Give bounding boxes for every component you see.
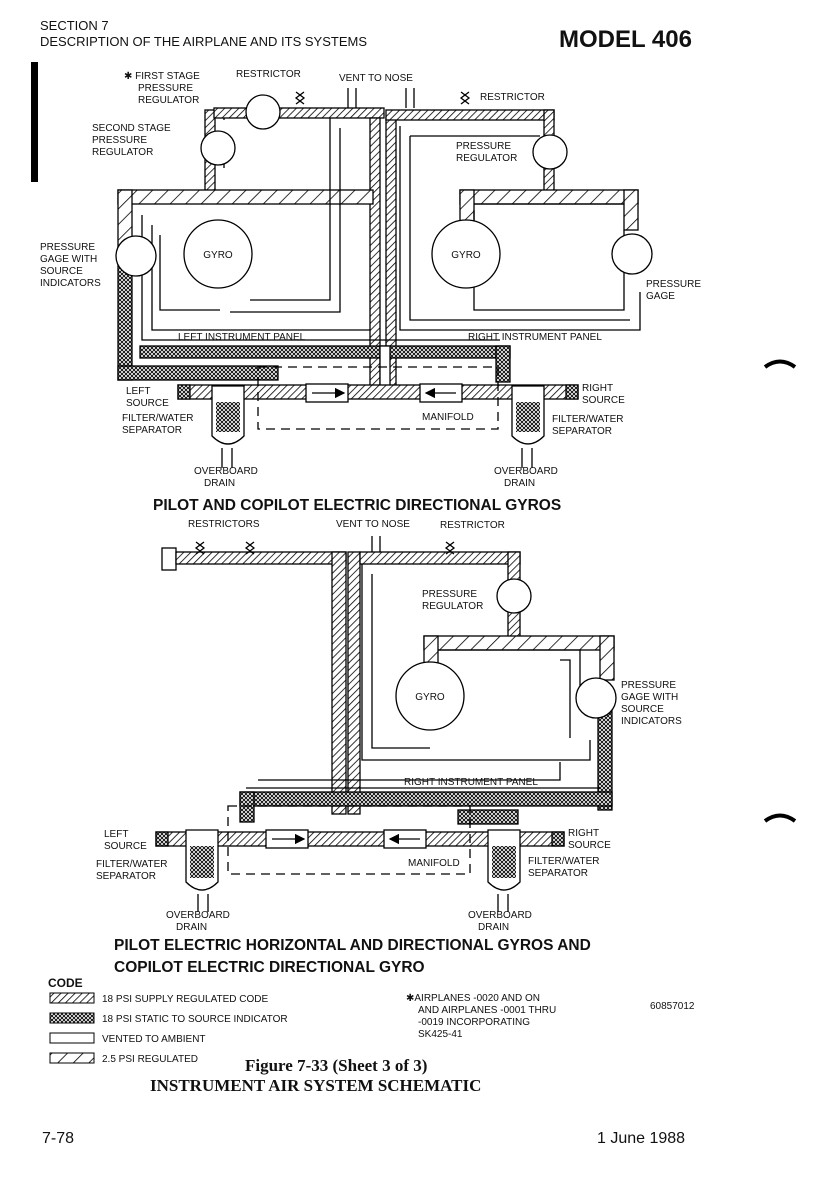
caption-figure: Figure 7-33 (Sheet 3 of 3) [245,1056,427,1075]
page-date: 1 June 1988 [597,1130,686,1147]
label-second-stage: SECOND STAGE [92,123,171,134]
label-left-source-2: SOURCE [126,398,169,409]
note-line-4: SK425-41 [418,1029,463,1040]
legend-item-static: 18 PSI STATIC TO SOURCE INDICATOR [102,1014,288,1025]
legend-item-vented: VENTED TO AMBIENT [102,1034,206,1045]
label-restrictor-left: RESTRICTOR [236,69,301,80]
label-filter-left-1: FILTER/WATER [122,413,193,424]
label2-drain-right-2: DRAIN [478,922,509,933]
label-drain-left-2: DRAIN [204,478,235,489]
label-first-stage-regulator: REGULATOR [138,95,199,106]
label-restrictor-right: RESTRICTOR [480,92,545,103]
label2-gyro: GYRO [415,692,445,703]
label2-right-source-2: SOURCE [568,840,611,851]
section-number: SECTION 7 [40,18,109,33]
legend-item-regulated: 2.5 PSI REGULATED [102,1054,198,1065]
label-gyro-right: GYRO [451,250,481,261]
label2-gage-2: GAGE WITH [621,692,678,703]
label2-filter-left-2: SEPARATOR [96,871,156,882]
label-restrictors: RESTRICTORS [188,519,260,530]
label2-drain-right-1: OVERBOARD [468,910,532,921]
label2-filter-left-1: FILTER/WATER [96,859,167,870]
note-line-3: -0019 INCORPORATING [418,1017,530,1028]
label-right-source-2: SOURCE [582,395,625,406]
revision-bar [31,62,38,182]
diagram1-lines [115,88,653,468]
section-description: DESCRIPTION OF THE AIRPLANE AND ITS SYST… [40,34,367,49]
label2-vent-to-nose: VENT TO NOSE [336,519,410,530]
label2-right-panel: RIGHT INSTRUMENT PANEL [404,777,538,788]
label-first-stage-pressure: PRESSURE [138,83,193,94]
label2-drain-left-1: OVERBOARD [166,910,230,921]
caption-title: INSTRUMENT AIR SYSTEM SCHEMATIC [150,1076,481,1095]
label2-filter-right-1: FILTER/WATER [528,856,599,867]
legend-title: CODE [48,976,83,990]
label-gage-2: GAGE WITH [40,254,97,265]
label-first-stage: ✱ FIRST STAGE [124,71,200,82]
label-vent-to-nose: VENT TO NOSE [339,73,413,84]
label-gyro-left: GYRO [203,250,233,261]
label-pressure-regulator-2: REGULATOR [456,153,517,164]
diagram1-title: PILOT AND COPILOT ELECTRIC DIRECTIONAL G… [153,497,561,514]
label-gage-1: PRESSURE [40,242,95,253]
label2-press-reg-1: PRESSURE [422,589,477,600]
label-manifold: MANIFOLD [422,412,474,423]
label-drain-right-2: DRAIN [504,478,535,489]
label-filter-right-2: SEPARATOR [552,426,612,437]
label2-gage-4: INDICATORS [621,716,682,727]
legend-labels: 18 PSI SUPPLY REGULATED CODE 18 PSI STAT… [102,994,288,1065]
label-pressure-regulator-1: PRESSURE [456,141,511,152]
label-gage-4: INDICATORS [40,278,101,289]
label2-drain-left-2: DRAIN [176,922,207,933]
legend-swatch-supply [49,992,95,1004]
label-right-panel: RIGHT INSTRUMENT PANEL [468,332,602,343]
label-drain-left-1: OVERBOARD [194,466,258,477]
legend-swatch-regulated [49,1052,95,1064]
diagram1-labels: ✱ FIRST STAGE PRESSURE REGULATOR RESTRIC… [40,69,701,489]
diagram2-labels: RESTRICTORS VENT TO NOSE RESTRICTOR PRES… [96,519,682,933]
note-line-1: ✱AIRPLANES -0020 AND ON [406,993,540,1004]
label-gage-3: SOURCE [40,266,83,277]
diagram2-title-line2: COPILOT ELECTRIC DIRECTIONAL GYRO [114,959,425,976]
label-press-gage-1: PRESSURE [646,279,701,290]
label-filter-right-1: FILTER/WATER [552,414,623,425]
margin-mark-upper [763,359,797,369]
margin-mark-lower [763,813,797,823]
legend-swatches [49,992,95,1064]
figure-number: 60857012 [650,1001,695,1012]
model-title: MODEL 406 [559,26,692,53]
legend-swatch-vented [49,1032,95,1044]
label2-filter-right-2: SEPARATOR [528,868,588,879]
label-second-stage-regulator: REGULATOR [92,147,153,158]
page-number: 7-78 [42,1130,75,1147]
label2-press-reg-2: REGULATOR [422,601,483,612]
label-second-stage-pressure: PRESSURE [92,135,147,146]
legend-swatch-static [49,1012,95,1024]
label2-gage-1: PRESSURE [621,680,676,691]
section-header: SECTION 7 DESCRIPTION OF THE AIRPLANE AN… [40,18,367,50]
label-right-source-1: RIGHT [582,383,613,394]
label2-gage-3: SOURCE [621,704,664,715]
diagram2-title-line1: PILOT ELECTRIC HORIZONTAL AND DIRECTIONA… [114,937,591,954]
applicability-note: ✱AIRPLANES -0020 AND ON AND AIRPLANES -0… [406,993,556,1040]
label-left-panel: LEFT INSTRUMENT PANEL [178,332,306,343]
label-press-gage-2: GAGE [646,291,675,302]
label2-right-source-1: RIGHT [568,828,599,839]
label2-restrictor: RESTRICTOR [440,520,505,531]
label2-manifold: MANIFOLD [408,858,460,869]
note-line-2: AND AIRPLANES -0001 THRU [418,1005,556,1016]
label-filter-left-2: SEPARATOR [122,425,182,436]
legend-item-supply: 18 PSI SUPPLY REGULATED CODE [102,994,268,1005]
label-drain-right-1: OVERBOARD [494,466,558,477]
diagram2-lines [155,536,617,912]
label-left-source-1: LEFT [126,386,150,397]
label2-left-source-1: LEFT [104,829,128,840]
label2-left-source-2: SOURCE [104,841,147,852]
